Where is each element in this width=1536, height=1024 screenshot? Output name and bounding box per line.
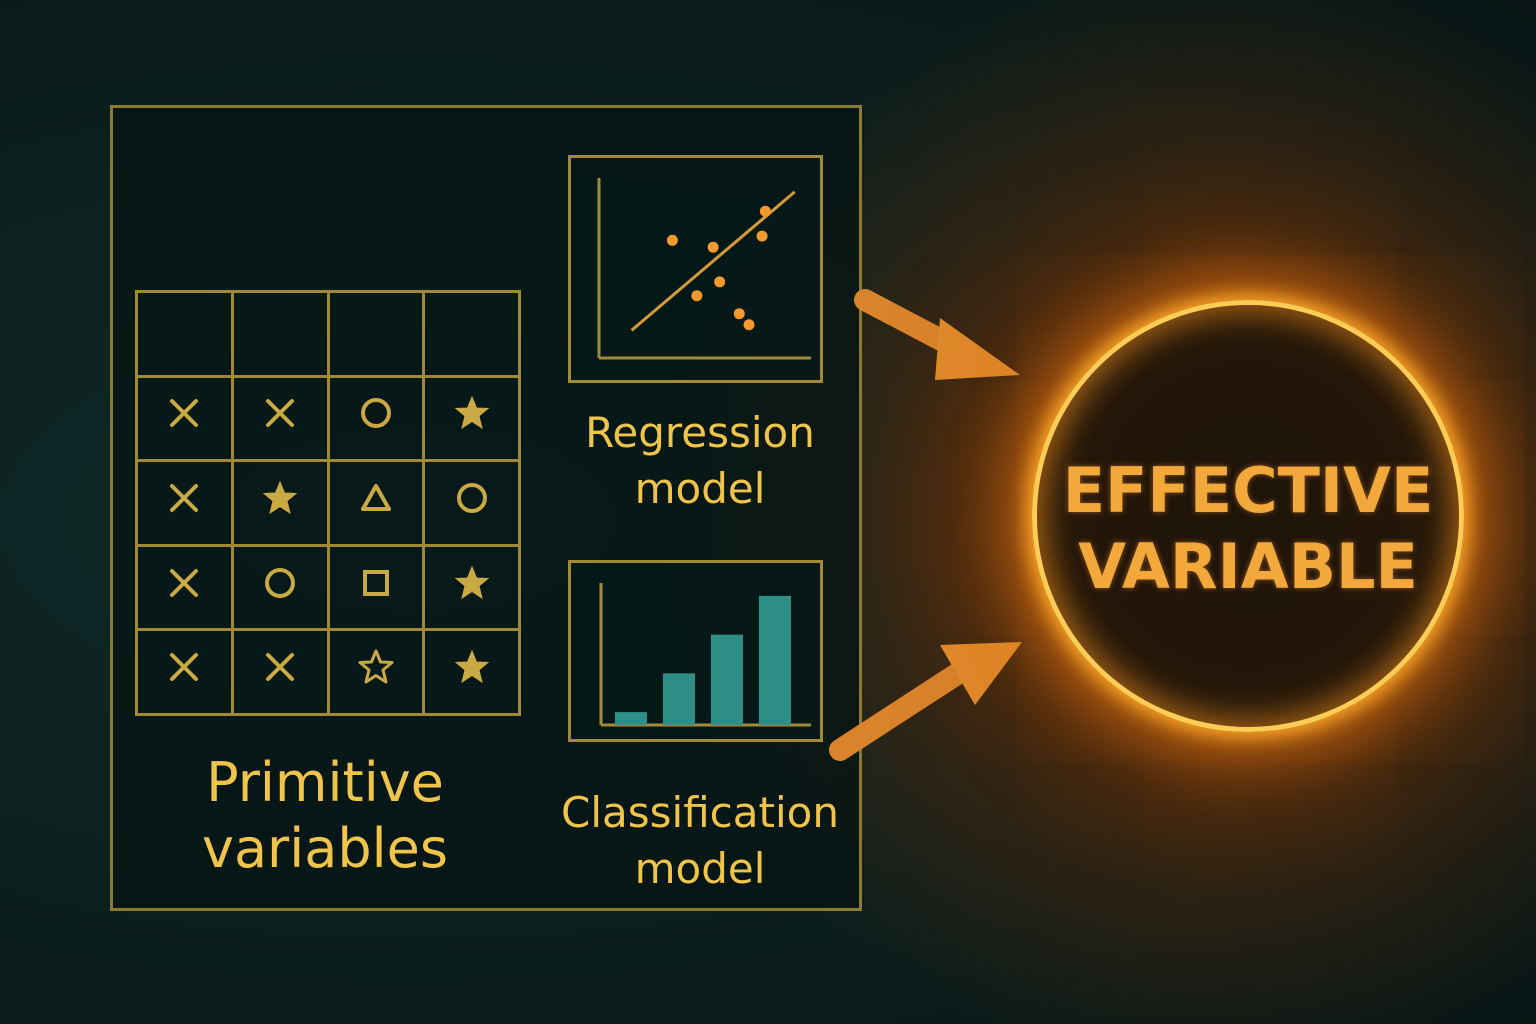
grid-cell [135,543,234,632]
grid-cell [135,459,234,547]
scatter-point [759,205,771,217]
scatter-point [733,308,745,320]
classification-bar-plot [599,583,811,727]
classification-bar [615,712,647,725]
x-icon [170,653,199,682]
star-icon [454,396,489,430]
grid-cell [230,628,330,716]
square-icon [362,569,389,596]
classification-chart [568,560,823,742]
grid-cell [422,543,521,632]
scatter-point [714,276,726,288]
grid-cell [326,628,426,716]
grid-cell [326,543,426,632]
triangle-icon [360,483,391,511]
classification-bar [711,634,743,725]
grid-header-cell [422,290,521,378]
x-icon [170,483,199,512]
circle-icon [265,567,296,598]
x-icon [170,399,199,428]
grid-row [135,543,521,632]
scatter-point [707,241,719,253]
grid-cell [422,628,521,716]
x-icon [170,568,199,597]
star-icon [454,649,489,684]
grid-cell [230,459,330,547]
star-icon [454,565,489,599]
scatter-point [756,230,768,242]
scatter-point [691,290,703,302]
star-outline-icon [358,649,394,684]
primitive-variables-grid [135,290,521,716]
x-icon [266,399,295,428]
regression-chart [568,155,823,383]
classification-model-label: Classification model [561,788,839,893]
regression-model-label: Regression model [585,408,815,513]
grid-cell [230,543,330,632]
circle-icon [456,482,487,513]
classification-bar [759,595,791,725]
circle-icon [360,398,391,429]
grid-row [135,628,521,716]
scatter-point [743,319,755,331]
effective-variable-label: EFFECTIVE VARIABLE [1062,454,1434,603]
regression-plot [597,178,811,360]
grid-cell [326,374,426,463]
grid-row [135,459,521,547]
grid-cell [422,374,521,463]
scatter-point [666,234,678,246]
grid-header-cell [326,290,426,378]
grid-cell [135,374,234,463]
x-icon [266,653,295,682]
arrow-to-effective-lower [829,642,1022,761]
classification-bar [663,673,695,725]
grid-header-cell [135,290,234,378]
grid-row [135,374,521,463]
grid-cell [230,374,330,463]
effective-variable-ring: EFFECTIVE VARIABLE [1032,300,1464,732]
primitive-variables-label: Primitive variables [202,751,448,880]
arrow-to-effective-upper [854,289,1020,380]
grid-cell [135,628,234,716]
grid-header-cell [230,290,330,378]
star-icon [262,480,298,515]
grid-cell [422,459,521,547]
grid-cell [326,459,426,547]
